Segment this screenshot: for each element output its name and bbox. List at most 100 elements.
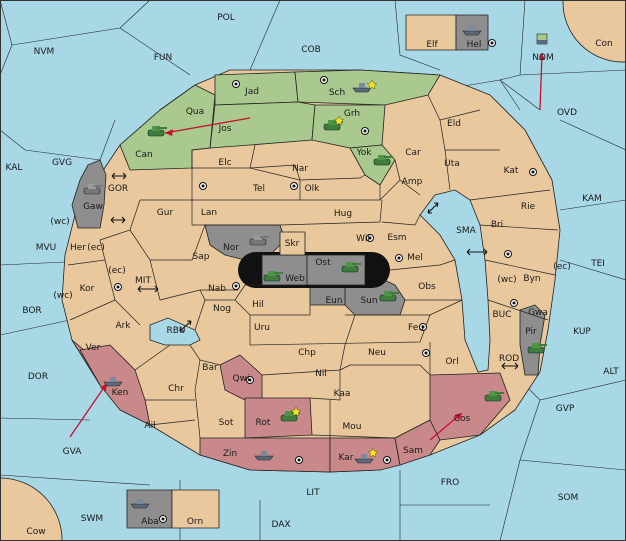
support-star-sch (366, 79, 378, 90)
label-nil: Nil (315, 369, 327, 379)
label-elf: Elf (426, 40, 438, 50)
sea-label-con: Con (595, 39, 613, 49)
label-skr: Skr (285, 239, 300, 249)
province-pir[interactable] (519, 304, 546, 376)
label-qwi: Qwi (233, 374, 250, 384)
label-mel: Mel (407, 253, 423, 263)
province-labels: Elf Hel Jad Sch Qua Jos Grh Eld Can Yok … (50, 40, 570, 527)
label-jad: Jad (244, 87, 259, 97)
fleet-hel (462, 26, 482, 36)
label-mou: Mou (343, 422, 362, 432)
sea-label-tei: TEI (590, 259, 605, 269)
sea-label-cob: COB (301, 45, 321, 55)
coast-kor-ec: (ec) (108, 266, 126, 276)
sea-label-nom: NOM (532, 53, 554, 63)
coast-kor-wc: (wc) (53, 291, 72, 301)
sea-label-kup: KUP (573, 327, 591, 337)
label-esm: Esm (387, 233, 406, 243)
coast-byn-ec: (ec) (553, 262, 571, 272)
label-gwa: Gwa (528, 308, 548, 318)
label-sch: Sch (329, 88, 345, 98)
province-skr[interactable] (279, 231, 306, 256)
label-feu: Feu (408, 323, 424, 333)
inner-channel (419, 189, 491, 373)
sea-label-mit: MIT (135, 276, 151, 286)
sea-labels: POL NVM FUN COB Con NOM OVD KAL GVG GOR … (6, 13, 620, 537)
label-nor: Nor (223, 243, 239, 253)
label-qua: Qua (186, 107, 204, 117)
sea-label-ovd: OVD (557, 108, 577, 118)
label-bar: Bar (202, 363, 218, 373)
fleet-ken (103, 377, 123, 387)
army-nor (249, 235, 269, 246)
label-kar: Kar (339, 453, 354, 463)
label-yok: Yok (355, 148, 372, 158)
support-star-rot (290, 406, 302, 417)
province-elf[interactable] (405, 14, 457, 51)
label-chp: Chp (298, 348, 316, 358)
label-ver: Ver (86, 343, 101, 353)
army-pir (527, 343, 547, 354)
label-nar: Nar (292, 164, 308, 174)
label-grh: Grh (344, 109, 360, 119)
sea-label-gvp: GVP (556, 404, 575, 414)
label-gaw: Gaw (83, 202, 103, 212)
coast-connection-arrows (110, 172, 519, 370)
cow-land[interactable] (0, 477, 63, 541)
sea-label-gvg: GVG (52, 158, 72, 168)
label-kat: Kat (504, 166, 519, 176)
sea-label-sma: SMA (456, 226, 476, 236)
label-cos: Cos (454, 414, 471, 424)
support-star-kar (367, 447, 379, 458)
label-hel: Hel (467, 40, 482, 50)
label-her: Her (70, 243, 86, 253)
sea-label-gor: GOR (108, 184, 128, 194)
sea-label-dor: DOR (28, 372, 48, 382)
order-arrows (69, 52, 545, 441)
label-hil: Hil (252, 300, 264, 310)
label-sam: Sam (403, 446, 423, 456)
coast-byn-wc: (wc) (497, 275, 516, 285)
label-ark: Ark (115, 321, 131, 331)
label-ken: Ken (112, 388, 129, 398)
sea-label-rod: ROD (499, 354, 519, 364)
army-web (263, 271, 283, 282)
label-can: Can (135, 150, 153, 160)
label-hug: Hug (334, 209, 352, 219)
sea-label-kal: KAL (6, 163, 23, 173)
label-kor: Kor (80, 284, 95, 294)
label-pir: Pir (525, 327, 537, 337)
label-neu: Neu (368, 348, 386, 358)
con-land[interactable] (562, 0, 626, 63)
sea-label-cow: Cow (26, 527, 45, 537)
fleet-nom (536, 33, 548, 45)
sea-label-kam: KAM (582, 194, 602, 204)
label-amp: Amp (402, 177, 423, 187)
fleet-zin (254, 451, 274, 461)
label-tel: Tel (252, 184, 265, 194)
label-aba: Aba (141, 517, 158, 527)
support-star-grh (333, 115, 345, 126)
label-bri: Bri (491, 220, 503, 230)
sea-label-bor: BOR (22, 306, 41, 316)
sea-label-swm: SWM (81, 514, 103, 524)
label-wil: Wil (356, 234, 370, 244)
sea-label-alt: ALT (603, 367, 619, 377)
supply-centers (114, 39, 537, 523)
label-rie: Rie (521, 202, 536, 212)
label-byn: Byn (523, 274, 540, 284)
sea-label-pol: POL (217, 13, 235, 23)
label-orn: Orn (187, 517, 203, 527)
province-borders (67, 94, 559, 439)
label-eun: Eun (325, 296, 342, 306)
sea-label-gva: GVA (63, 447, 83, 457)
coast-her-wc: (wc) (50, 217, 69, 227)
sea-label-som: SOM (558, 493, 579, 503)
label-kaa: Kaa (334, 389, 351, 399)
sea-label-dax: DAX (271, 520, 290, 530)
label-eld: Eld (447, 119, 461, 129)
province-orn[interactable] (171, 489, 220, 529)
army-can (147, 126, 167, 137)
